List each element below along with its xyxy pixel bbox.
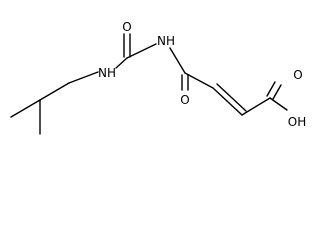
- molecule-diagram: O NH NH O OH O: [10, 20, 306, 135]
- bond-nh-carbonyl: [115, 57, 128, 69]
- bond-acid-oh: [269, 97, 288, 111]
- bond-alkene-b: [216, 83, 247, 112]
- bond-nh-amide-c: [169, 47, 186, 74]
- bond-carbonyl-nh: [126, 43, 157, 59]
- atom-nh-left: NH: [98, 66, 116, 80]
- bond-alkene-a: [212, 87, 243, 116]
- bond-ch2-nh: [68, 71, 99, 84]
- bond-methyl1-ch: [10, 99, 41, 118]
- bond-acid-o-a: [266, 81, 276, 97]
- bond-alkene-acid-c: [241, 97, 271, 116]
- bond-amide-c-alkene: [184, 72, 214, 89]
- atom-o-acid: O: [293, 68, 302, 82]
- atom-nh-mid: NH: [157, 34, 175, 48]
- atom-o-urea: O: [122, 20, 131, 34]
- bond-ch-ch2: [39, 82, 70, 101]
- atom-oh: OH: [288, 115, 306, 129]
- atom-o-amide: O: [180, 93, 189, 107]
- bond-acid-o-b: [272, 84, 282, 100]
- structure-canvas: O NH NH O OH O: [10, 20, 306, 135]
